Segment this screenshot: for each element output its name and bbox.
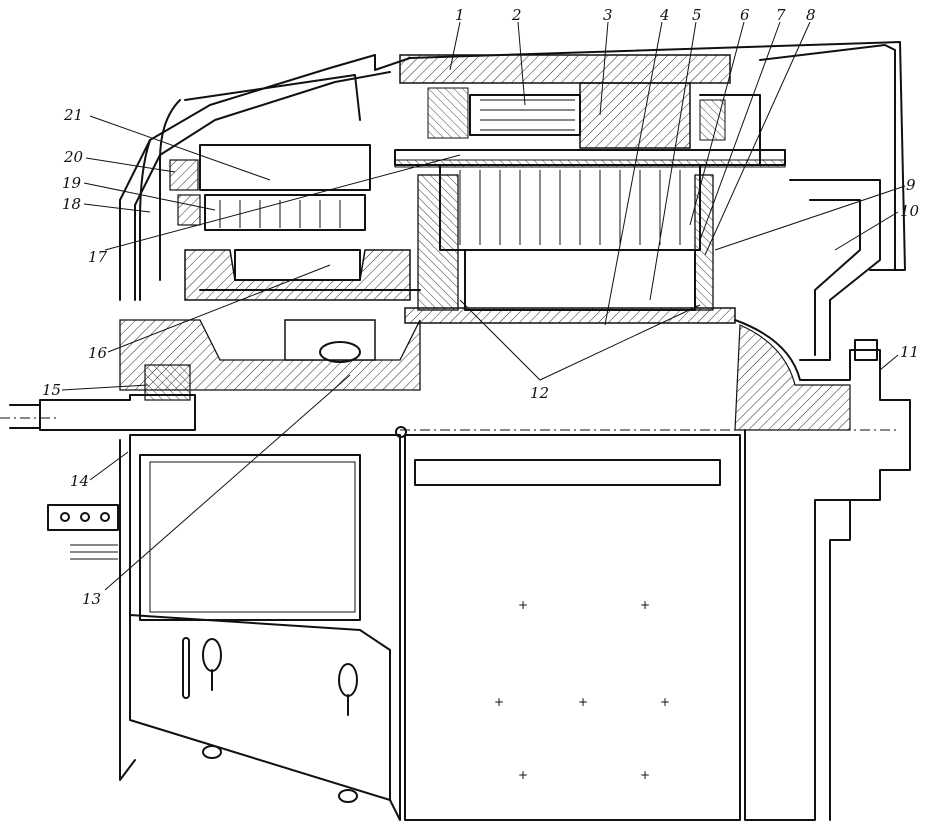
svg-text:+: + <box>660 695 670 709</box>
callout-11: 11 <box>900 343 919 361</box>
outer-housing <box>119 41 911 821</box>
svg-text:+: + <box>518 768 528 782</box>
callout-leaders <box>61 21 906 591</box>
callout-5: 5 <box>692 6 702 24</box>
callout-1: 1 <box>455 6 465 24</box>
callout-16: 16 <box>88 344 108 362</box>
callout-9: 9 <box>906 176 916 194</box>
callout-10: 10 <box>900 202 920 220</box>
callout-14: 14 <box>70 472 89 490</box>
callout-15: 15 <box>42 381 61 399</box>
stator-rotor-section <box>394 87 786 324</box>
callout-4: 4 <box>659 6 670 24</box>
callout-labels: 1 2 3 4 5 6 7 8 9 10 11 12 13 14 15 16 1… <box>42 6 920 608</box>
callout-2: 2 <box>511 6 522 24</box>
callout-19: 19 <box>62 174 82 192</box>
svg-text:+: + <box>494 695 504 709</box>
callout-21: 21 <box>63 106 83 124</box>
lower-frame: + + + + + + + <box>47 426 900 821</box>
left-end-assembly <box>0 74 421 431</box>
svg-text:+: + <box>518 598 528 612</box>
callout-3: 3 <box>603 6 613 24</box>
callout-17: 17 <box>88 248 108 266</box>
svg-text:+: + <box>640 598 650 612</box>
svg-text:+: + <box>578 695 588 709</box>
callout-7: 7 <box>776 6 786 24</box>
callout-18: 18 <box>62 195 81 213</box>
callout-12: 12 <box>530 384 549 402</box>
svg-text:+: + <box>640 768 650 782</box>
callout-20: 20 <box>63 148 84 166</box>
callout-13: 13 <box>82 590 101 608</box>
callout-6: 6 <box>740 6 750 24</box>
callout-8: 8 <box>806 6 816 24</box>
